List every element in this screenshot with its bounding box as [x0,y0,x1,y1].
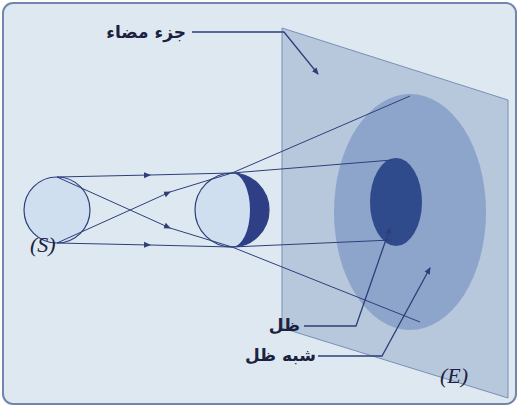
umbra [370,158,422,246]
ray [232,247,420,322]
source-label: (S) [30,232,56,258]
ray [150,245,232,247]
ray [57,243,150,245]
frame [3,3,516,404]
ray [170,228,232,247]
ray [57,175,150,177]
screen-label: (E) [440,363,468,389]
penumbra [334,94,486,330]
sphere-dark-side [232,173,269,247]
lit-part-label: جزء مضاء [106,22,186,42]
ray [57,192,170,243]
screen [282,28,508,398]
leader-line [318,268,430,356]
ray [232,160,392,173]
umbra-label: ظل [269,315,300,335]
ray [57,177,170,228]
ray [170,173,232,192]
leader-line [304,228,390,326]
ray [150,173,232,175]
opaque-sphere [195,173,269,247]
penumbra-label: شبه ظل [245,345,316,365]
ray [232,96,410,173]
ray [232,240,392,247]
leader-line [192,32,318,74]
